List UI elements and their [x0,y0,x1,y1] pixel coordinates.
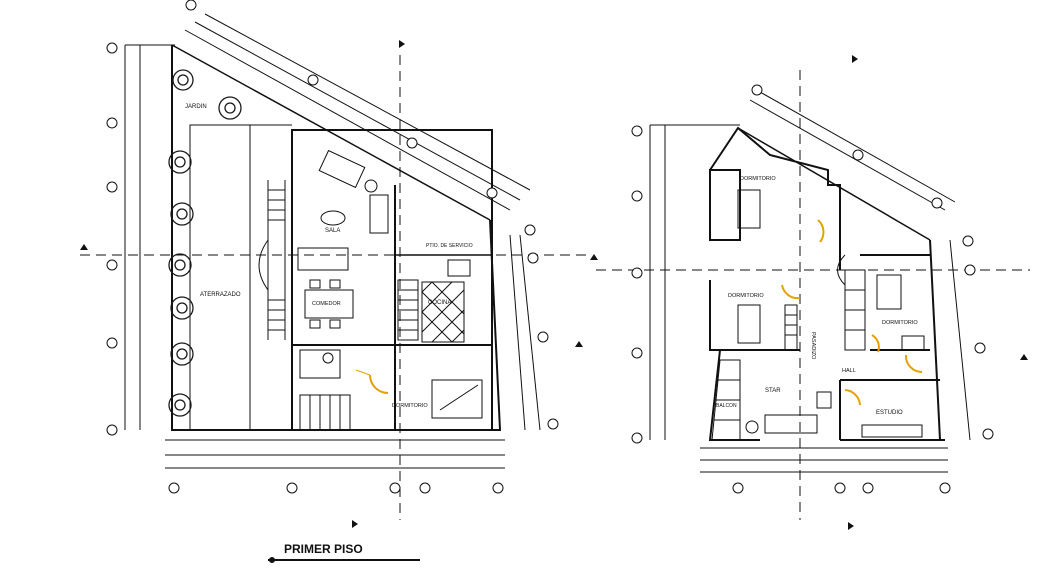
plan-2 [596,70,1030,520]
trees [168,69,242,417]
label-star: STAR [765,388,781,394]
label-jardin: JARDIN [185,104,207,110]
plan-1 [80,13,590,520]
label-pasadizo: PASADIZO [810,332,816,360]
label-aterrazado: ATERRAZADO [200,292,241,298]
label-estudio: ESTUDIO [876,410,903,416]
label-cocina: COCINA [428,300,451,306]
label-dormitorio-right: DORMITORIO [882,320,918,326]
label-ptio-servicio: PTIO. DE SERVICIO [426,243,473,249]
label-hall: HALL [842,368,856,374]
stairs-1 [258,180,286,340]
drawing-title: PRIMER PISO [284,542,363,556]
label-sala: SALA [325,228,340,234]
room-labels: JARDIN ATERRAZADO SALA COMEDOR COCINA PT… [185,104,918,416]
section-markers [80,40,1028,530]
drawing-title-block: PRIMER PISO [268,542,420,563]
label-balcon: BALCON [716,403,737,409]
grid-bubbles [106,0,994,494]
label-dormitorio-top: DORMITORIO [740,176,776,182]
label-dormitorio: DORMITORIO [392,403,428,409]
label-dormitorio-left: DORMITORIO [728,293,764,299]
label-comedor: COMEDOR [312,301,341,307]
